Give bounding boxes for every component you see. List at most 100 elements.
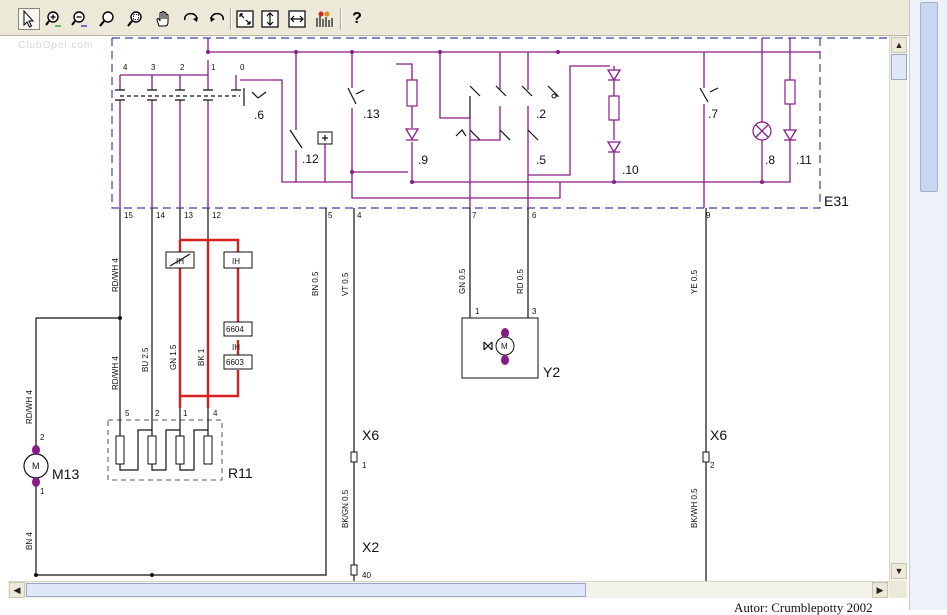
m13-pin-2: 2	[40, 433, 45, 442]
select-tool-icon[interactable]	[18, 8, 40, 30]
relay-12: .12	[289, 52, 352, 183]
x6-right-pin: 2	[710, 461, 715, 470]
fit-height-icon[interactable]	[259, 8, 281, 30]
switch-7: .7	[699, 52, 718, 208]
pin-label-4: 4	[123, 63, 128, 72]
fit-page-icon[interactable]	[234, 8, 256, 30]
scroll-left-icon[interactable]: ◀	[9, 582, 25, 598]
zoom-in-icon[interactable]	[42, 8, 64, 30]
toolbar-separator	[340, 8, 342, 30]
scroll-down-icon[interactable]: ▼	[891, 563, 907, 579]
zoom-area-icon[interactable]	[124, 8, 146, 30]
zoom-out-icon[interactable]	[68, 8, 90, 30]
pin-label-1: 1	[211, 63, 216, 72]
horizontal-scroll-thumb[interactable]	[26, 583, 586, 597]
scroll-up-icon[interactable]: ▲	[891, 37, 907, 53]
x6-right-label: X6	[710, 427, 727, 443]
author-credit: Autor: Crumblepotty 2002	[734, 600, 873, 615]
x6-right-connector: 2	[702, 451, 715, 470]
r11-pin-4: 4	[213, 409, 218, 418]
wiring-diagram: .w { stroke:#8a1a8a; stroke-width:1.3; f…	[23, 37, 888, 581]
r11-label: R11	[228, 465, 253, 481]
switch-label-13: .13	[363, 107, 380, 121]
wire-label-rdwh-mid: RD/WH 4	[111, 356, 120, 390]
wire-label-rdwh-left: RD/WH 4	[25, 390, 34, 424]
pin-9: 9	[706, 211, 711, 220]
connector-label-6603: 6603	[226, 358, 244, 367]
switch-label-8: .8	[765, 153, 775, 167]
indicator-11: .11	[762, 38, 812, 183]
wire-label-vt05: VT 0.5	[341, 272, 350, 296]
wire-label-bkwh: BK/WH 0.5	[690, 488, 699, 528]
ih-label-1: IH	[176, 257, 184, 266]
switch-label-5: .5	[536, 153, 546, 167]
y2-pin-1: 1	[475, 307, 480, 316]
ih-label-2: IH	[232, 257, 240, 266]
switch-label-10: .10	[622, 163, 639, 177]
page-scrollbar[interactable]	[909, 0, 947, 610]
connector-label-6604: 6604	[226, 325, 244, 334]
scroll-right-icon[interactable]: ▶	[872, 582, 888, 598]
pin-5: 5	[328, 211, 333, 220]
fan-switch-contacts	[119, 60, 296, 208]
indicator-10: .10	[606, 66, 639, 182]
x2-pin: 40	[362, 571, 371, 580]
toolbar: ?	[0, 0, 947, 36]
rotate-counterclockwise-icon[interactable]	[206, 8, 228, 30]
rotate-clockwise-icon[interactable]	[180, 8, 202, 30]
wire-label-gn15: GN 1.5	[169, 344, 178, 370]
zoom-icon[interactable]	[96, 8, 118, 30]
switch-13: .13	[347, 52, 408, 173]
x6-left-pin: 1	[362, 461, 367, 470]
vertical-scrollbar[interactable]: ▲ ▼	[889, 36, 907, 581]
wire-label-bu25: BU 2.5	[141, 347, 150, 372]
pin-15: 15	[124, 211, 133, 220]
help-icon[interactable]: ?	[352, 10, 362, 27]
e31-label: E31	[824, 193, 849, 209]
switch-group-2-5: .2 .5	[439, 52, 610, 208]
indicator-9: .9	[396, 63, 428, 182]
thermal-fuse-box: IH	[165, 251, 195, 269]
vertical-scroll-thumb[interactable]	[891, 54, 907, 80]
pin-label-3: 3	[151, 63, 156, 72]
supply-bus	[207, 38, 820, 53]
pin-label-2: 2	[180, 63, 185, 72]
ih-box-2: IH	[223, 251, 253, 269]
switch-label-12: .12	[302, 152, 319, 166]
wire-label-ye05: YE 0.5	[690, 269, 699, 294]
x2-connector: 40	[350, 564, 371, 580]
wire-label-gn05: GN 0.5	[458, 268, 467, 294]
page-scroll-thumb[interactable]	[920, 2, 938, 192]
switch-label-11: .11	[796, 153, 812, 167]
pan-hand-icon[interactable]	[152, 8, 174, 30]
toolbar-separator	[230, 8, 232, 30]
fit-width-icon[interactable]	[286, 8, 308, 30]
fan-switch-blades	[115, 88, 267, 106]
m13-motor: M 2 1	[23, 433, 49, 496]
switch-label-6: .6	[254, 108, 264, 122]
watermark: ClubOpel.com	[18, 40, 94, 51]
pin-12: 12	[212, 211, 221, 220]
connector-6603: 6603	[223, 354, 253, 370]
r11-resistors: 5 2 1 4	[107, 408, 223, 481]
horizontal-scrollbar[interactable]: ◀ ▶	[8, 581, 889, 598]
pin-7: 7	[472, 211, 477, 220]
wire-label-rdwh-top: RD/WH 4	[111, 258, 120, 292]
switch-label-2: .2	[536, 107, 546, 121]
wire-label-bk1: BK 1	[197, 348, 206, 366]
pin-14: 14	[156, 211, 165, 220]
toggle-view-icon[interactable]	[313, 8, 335, 30]
lamp-8: .8	[412, 38, 775, 183]
connector-6604: 6604	[223, 321, 253, 337]
m13-motor-letter: M	[32, 461, 40, 471]
y2-pin-3: 3	[532, 307, 537, 316]
switch-label-7: .7	[708, 107, 718, 121]
pin-13: 13	[184, 211, 193, 220]
wire-label-bn05: BN 0.5	[311, 271, 320, 296]
x6-left-label: X6	[362, 427, 379, 443]
wire-label-bn4: BN 4	[25, 532, 34, 550]
pin-label-0: 0	[240, 63, 245, 72]
r11-pin-1: 1	[183, 409, 188, 418]
m13-label: M13	[52, 466, 79, 482]
internal-link	[351, 172, 561, 199]
